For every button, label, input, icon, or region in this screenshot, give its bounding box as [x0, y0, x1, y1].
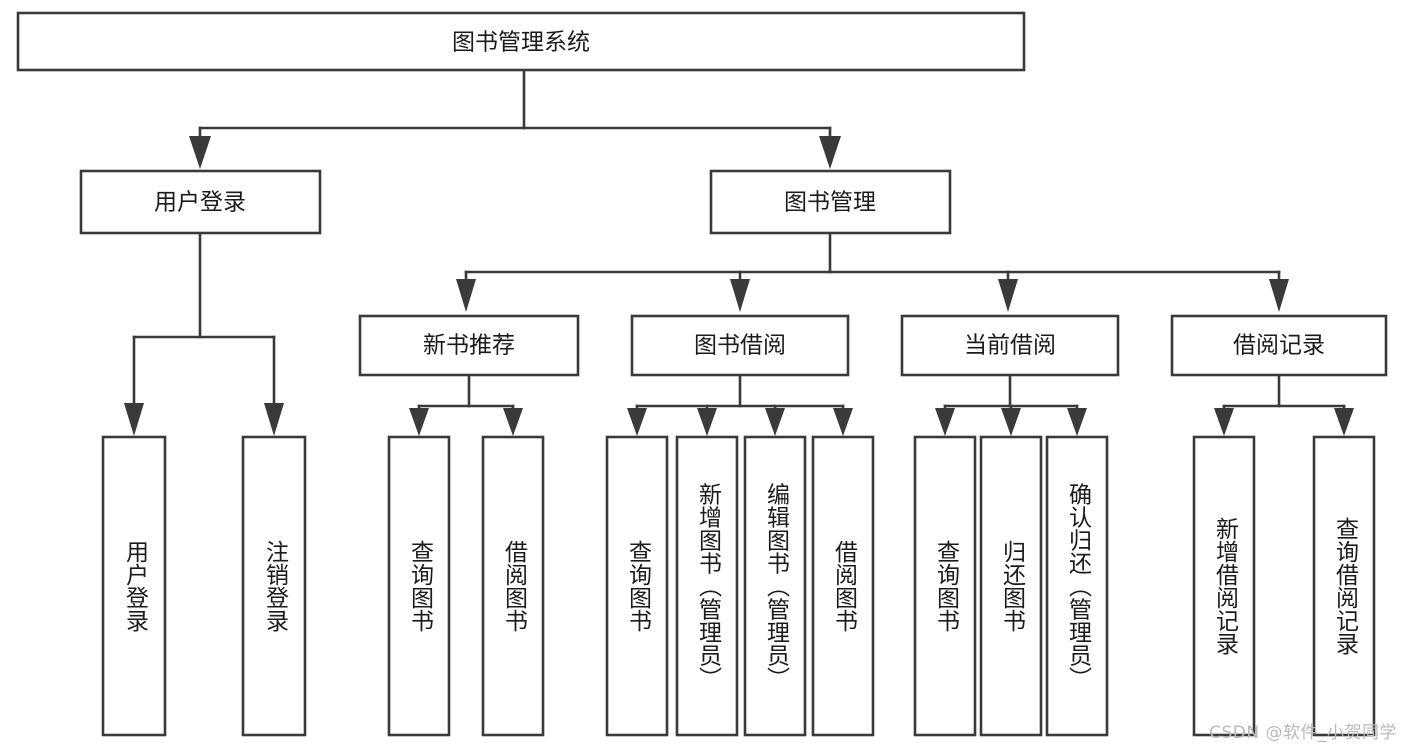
connector-layer [124, 68, 1354, 436]
node-borrow-record-box[interactable] [1170, 314, 1388, 377]
node-new-book-recommend-box[interactable] [358, 314, 580, 377]
arrow-to-leaf-return-book [1001, 408, 1021, 436]
node-book-manage-box[interactable] [709, 169, 952, 235]
node-leaf-borrow-book-1-box[interactable] [481, 435, 545, 737]
node-leaf-user-logout[interactable]: 注销登录 [241, 435, 307, 737]
node-leaf-add-book-label: 新增图书（管理员） [695, 483, 723, 690]
node-leaf-query-book-2-box[interactable] [605, 435, 669, 737]
node-current-borrow-box[interactable] [900, 314, 1120, 377]
node-leaf-confirm-return-box[interactable] [1045, 435, 1109, 737]
arrow-root-to-book-manage [819, 136, 841, 169]
node-leaf-user-logout-box[interactable] [241, 435, 307, 737]
arrow-to-leaf-edit-book [765, 408, 785, 436]
arrow-to-leaf-add-record [1214, 408, 1234, 436]
node-new-book-recommend-label: 新书推荐 [423, 333, 515, 359]
node-leaf-add-book[interactable]: 新增图书（管理员） [675, 435, 739, 737]
node-leaf-confirm-return[interactable]: 确认归还（管理员） [1045, 435, 1109, 737]
node-leaf-borrow-book-1-label: 借阅图书 [501, 540, 529, 632]
node-leaf-query-book-3-label: 查询图书 [933, 540, 961, 632]
arrow-to-leaf-borrow-book-2 [833, 408, 853, 436]
arrow-to-borrow-record [1269, 279, 1289, 312]
node-book-borrow[interactable]: 图书借阅 [630, 314, 850, 377]
node-leaf-borrow-book-2[interactable]: 借阅图书 [811, 435, 875, 737]
node-leaf-edit-book-box[interactable] [743, 435, 807, 737]
node-leaf-query-record[interactable]: 查询借阅记录 [1312, 435, 1376, 737]
arrow-to-leaf-query-record [1334, 408, 1354, 436]
node-leaf-query-record-box[interactable] [1312, 435, 1376, 737]
node-leaf-user-login-box[interactable] [101, 435, 167, 737]
node-new-book-recommend[interactable]: 新书推荐 [358, 314, 580, 377]
arrow-to-book-borrow [730, 279, 750, 312]
node-leaf-borrow-book-1[interactable]: 借阅图书 [481, 435, 545, 737]
node-user-login-box[interactable] [79, 169, 322, 235]
node-leaf-return-book[interactable]: 归还图书 [979, 435, 1043, 737]
node-leaf-user-login-label: 用户登录 [122, 540, 150, 632]
node-leaf-confirm-return-label: 确认归还（管理员） [1065, 483, 1093, 690]
node-leaf-borrow-book-2-box[interactable] [811, 435, 875, 737]
node-leaf-user-login[interactable]: 用户登录 [101, 435, 167, 737]
node-leaf-return-book-box[interactable] [979, 435, 1043, 737]
arrow-to-leaf-confirm-return [1067, 408, 1087, 436]
arrow-to-leaf-user-logout [264, 403, 284, 436]
arrow-to-new-book-recommend [456, 279, 476, 312]
node-root-label: 图书管理系统 [452, 30, 590, 56]
node-user-login-label: 用户登录 [154, 190, 246, 216]
node-leaf-return-book-label: 归还图书 [999, 540, 1027, 632]
node-leaf-add-record[interactable]: 新增借阅记录 [1192, 435, 1256, 737]
node-current-borrow-label: 当前借阅 [964, 333, 1056, 359]
arrow-to-leaf-add-book [697, 408, 717, 436]
node-leaf-query-book-1-box[interactable] [387, 435, 451, 737]
node-root-box[interactable] [16, 11, 1026, 72]
node-leaf-add-book-box[interactable] [675, 435, 739, 737]
node-leaf-query-book-2[interactable]: 查询图书 [605, 435, 669, 737]
node-book-borrow-box[interactable] [630, 314, 850, 377]
node-leaf-user-logout-label: 注销登录 [262, 540, 290, 632]
node-leaf-query-record-label: 查询借阅记录 [1332, 517, 1360, 655]
arrow-to-leaf-query-book-1 [409, 408, 429, 436]
arrow-to-leaf-user-login [124, 403, 144, 436]
node-leaf-edit-book-label: 编辑图书（管理员） [763, 483, 791, 690]
node-leaf-query-book-3[interactable]: 查询图书 [913, 435, 977, 737]
node-leaf-borrow-book-2-label: 借阅图书 [831, 540, 859, 632]
node-user-login[interactable]: 用户登录 [79, 169, 322, 235]
node-leaf-add-record-label: 新增借阅记录 [1212, 517, 1240, 655]
node-leaf-query-book-1-label: 查询图书 [407, 540, 435, 632]
node-book-borrow-label: 图书借阅 [694, 333, 786, 359]
node-leaf-query-book-1[interactable]: 查询图书 [387, 435, 451, 737]
node-borrow-record[interactable]: 借阅记录 [1170, 314, 1388, 377]
arrow-root-to-user-login [189, 136, 211, 169]
node-book-manage[interactable]: 图书管理 [709, 169, 952, 235]
node-leaf-query-book-2-label: 查询图书 [625, 540, 653, 632]
node-leaf-edit-book[interactable]: 编辑图书（管理员） [743, 435, 807, 737]
arrow-to-current-borrow [998, 279, 1018, 312]
node-leaf-query-book-3-box[interactable] [913, 435, 977, 737]
node-root[interactable]: 图书管理系统 [16, 11, 1026, 72]
node-current-borrow[interactable]: 当前借阅 [900, 314, 1120, 377]
node-book-manage-label: 图书管理 [784, 190, 876, 216]
arrow-to-leaf-query-book-2 [627, 408, 647, 436]
arrow-to-leaf-borrow-book-1 [503, 408, 523, 436]
node-leaf-add-record-box[interactable] [1192, 435, 1256, 737]
arrow-to-leaf-query-book-3 [935, 408, 955, 436]
node-borrow-record-label: 借阅记录 [1233, 333, 1325, 359]
